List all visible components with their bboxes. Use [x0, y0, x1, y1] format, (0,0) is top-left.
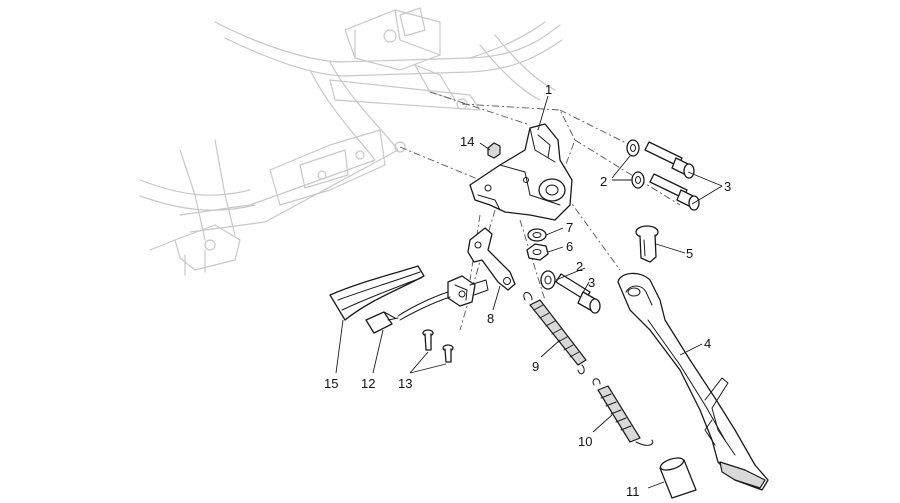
- frame-ghost: [139, 7, 563, 276]
- callout-13: 13: [398, 376, 412, 391]
- part-1-stand-bracket: [469, 123, 573, 221]
- part-5-pivot-bolt: [635, 225, 659, 263]
- callout-5: 5: [686, 246, 693, 261]
- callout-7: 7: [566, 220, 573, 235]
- callout-10: 10: [578, 434, 592, 449]
- part-11-sleeve: [659, 457, 697, 499]
- part-12-stand-switch: [365, 275, 489, 334]
- callout-2-top: 2: [600, 174, 607, 189]
- callout-12: 12: [361, 376, 375, 391]
- part-9-spring: [523, 292, 587, 375]
- callout-3-lower: 3: [588, 275, 595, 290]
- callout-1: 1: [545, 82, 552, 97]
- part-2-washer-lower: [540, 270, 556, 290]
- part-3-bolt-lower: [555, 273, 601, 314]
- callout-6: 6: [566, 239, 573, 254]
- part-13-screws: [422, 329, 454, 363]
- callout-4: 4: [704, 336, 711, 351]
- part-15-cover: [329, 265, 425, 321]
- callout-9: 9: [532, 359, 539, 374]
- part-7-washer: [527, 228, 547, 242]
- callout-8: 8: [487, 311, 494, 326]
- callout-2-lower: 2: [576, 259, 583, 274]
- part-4-side-stand: [617, 272, 769, 491]
- part-14-nut: [487, 142, 501, 159]
- part-10-spring: [592, 378, 654, 446]
- part-3-bolts-top: [644, 141, 700, 211]
- callout-15: 15: [324, 376, 338, 391]
- callout-14: 14: [460, 134, 474, 149]
- callout-3-top: 3: [724, 179, 731, 194]
- leader-lines: [335, 95, 723, 489]
- part-6-nut: [526, 243, 549, 261]
- callout-labels: 1 14 2 3 7 6 5 2 3 4 8 9 10 11 12 13 15: [324, 82, 731, 499]
- part-8-switch-bracket: [467, 227, 516, 291]
- part-2-washers-top: [626, 139, 645, 189]
- callout-11: 11: [626, 484, 640, 499]
